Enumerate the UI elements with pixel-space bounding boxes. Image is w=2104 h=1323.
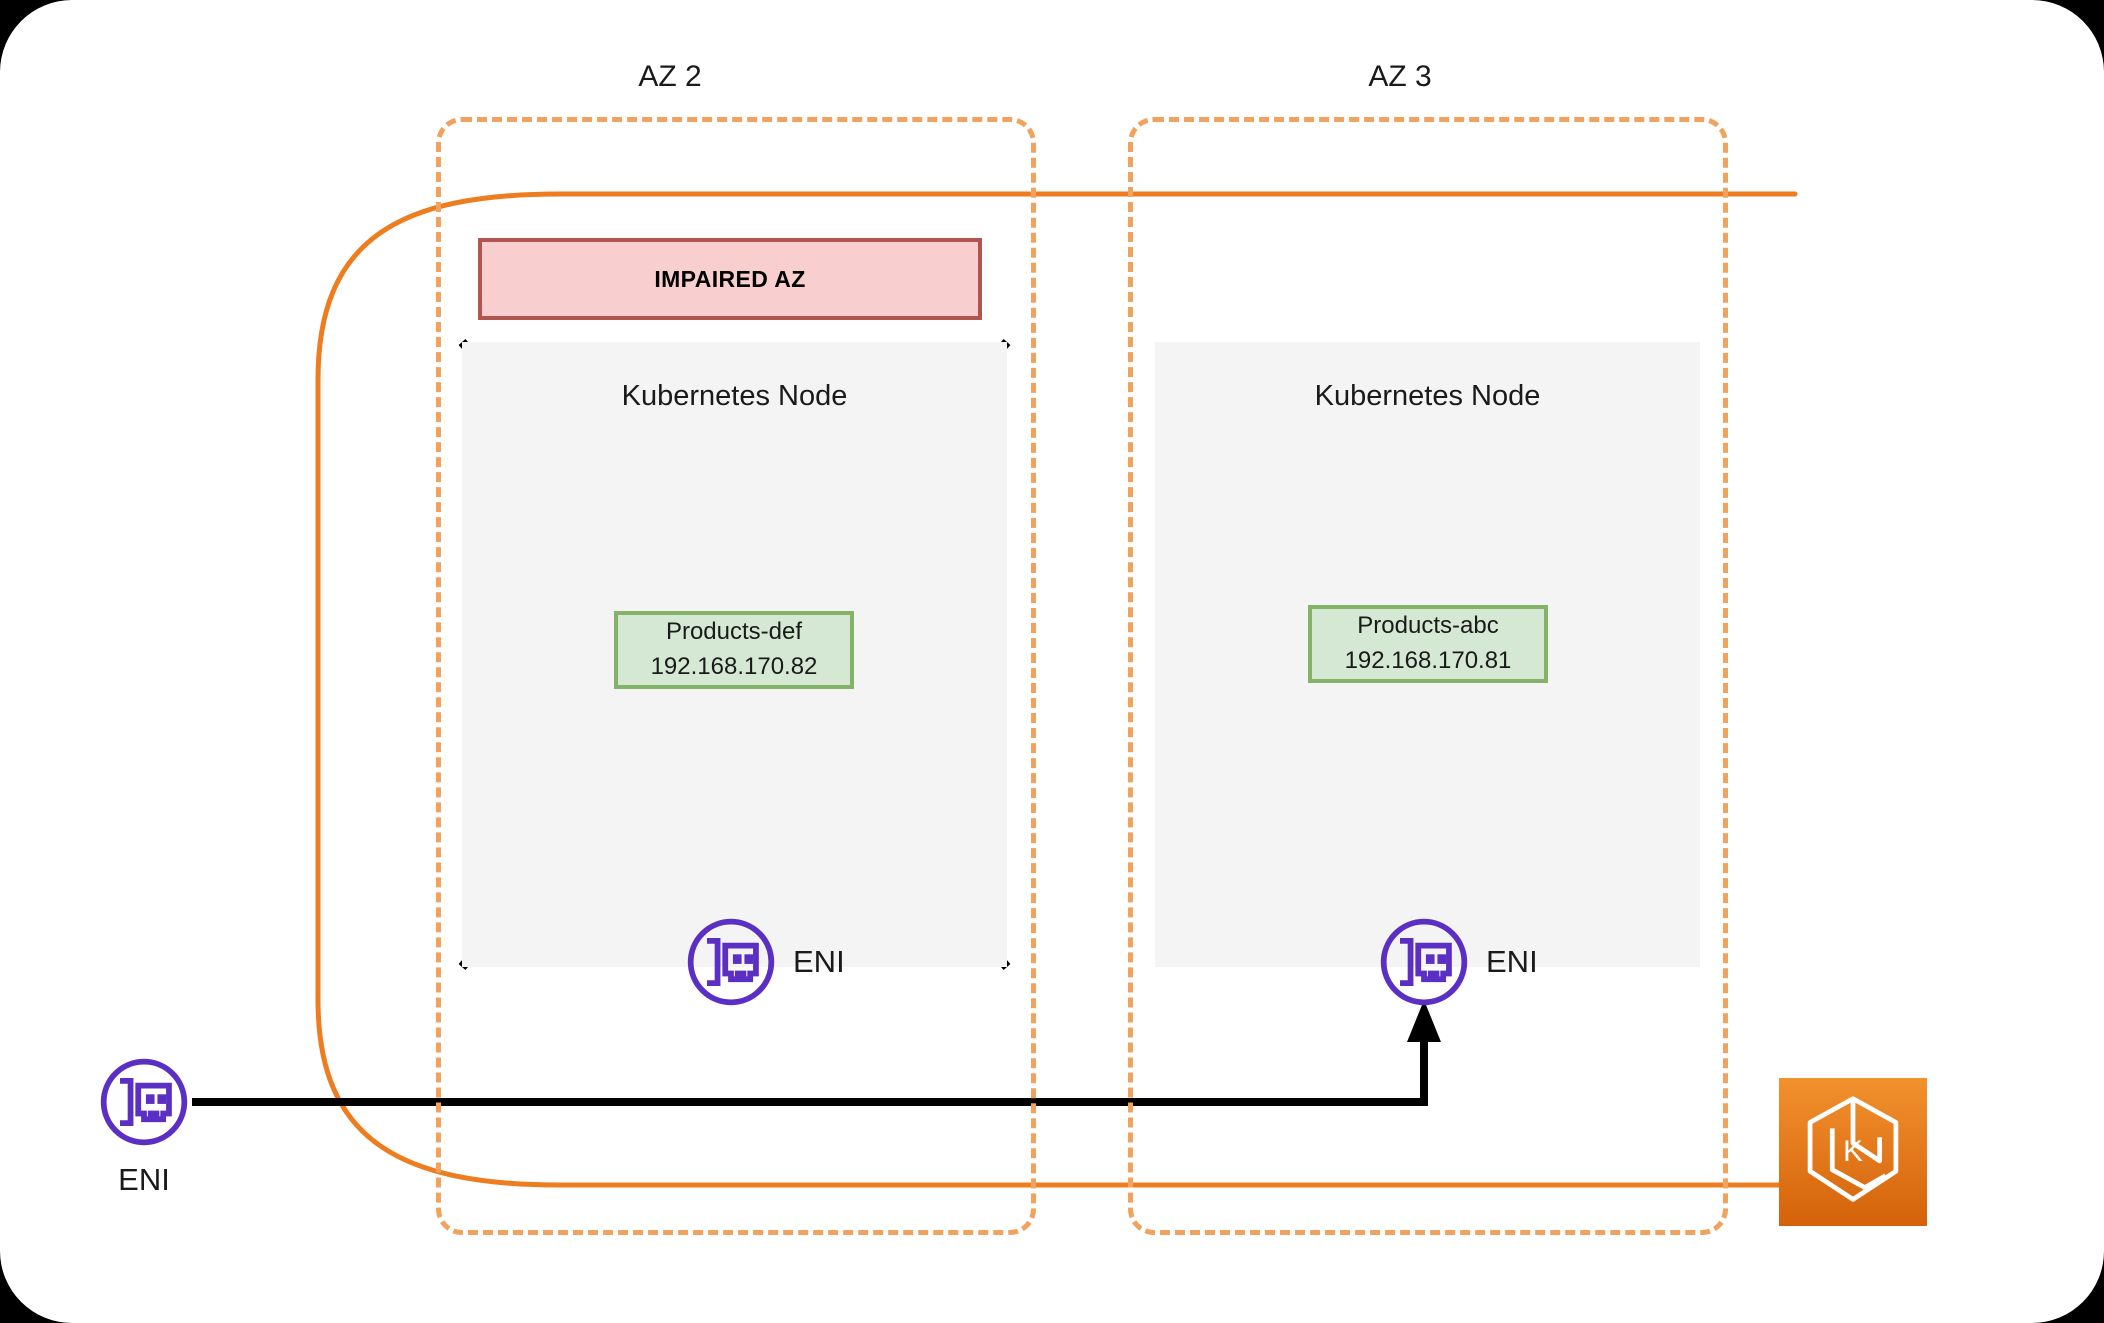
eni-label-external: ENI	[118, 1162, 170, 1197]
eni-group-az2: ENI	[683, 914, 845, 1010]
eni-icon	[96, 1054, 192, 1150]
az-container-az2	[436, 117, 1036, 1235]
az-container-az3	[1128, 117, 1728, 1235]
pod-products-def: Products-def 192.168.170.82	[614, 611, 854, 689]
pod-products-abc: Products-abc 192.168.170.81	[1308, 605, 1548, 683]
eni-group-external: ENI	[96, 1054, 192, 1198]
eks-logo: K	[1779, 1078, 1927, 1226]
pod-name-products-def: Products-def	[665, 618, 803, 646]
eni-label-az3: ENI	[1486, 944, 1538, 979]
eni-icon	[1376, 914, 1472, 1010]
impaired-az-banner: IMPAIRED AZ	[478, 238, 982, 320]
kubernetes-node-title-az2: Kubernetes Node	[621, 380, 848, 412]
pod-ip-products-abc: 192.168.170.81	[1344, 647, 1512, 674]
eks-logo-letter: K	[1843, 1135, 1863, 1168]
eni-icon	[683, 914, 779, 1010]
az-label-az2: AZ 2	[638, 60, 702, 93]
az-label-az3: AZ 3	[1368, 60, 1432, 93]
eni-group-az3: ENI	[1376, 914, 1538, 1010]
eni-label-az2: ENI	[793, 944, 845, 979]
pod-name-products-abc: Products-abc	[1357, 612, 1499, 640]
pod-ip-products-def: 192.168.170.82	[650, 653, 818, 680]
kubernetes-node-title-az3: Kubernetes Node	[1314, 380, 1541, 412]
